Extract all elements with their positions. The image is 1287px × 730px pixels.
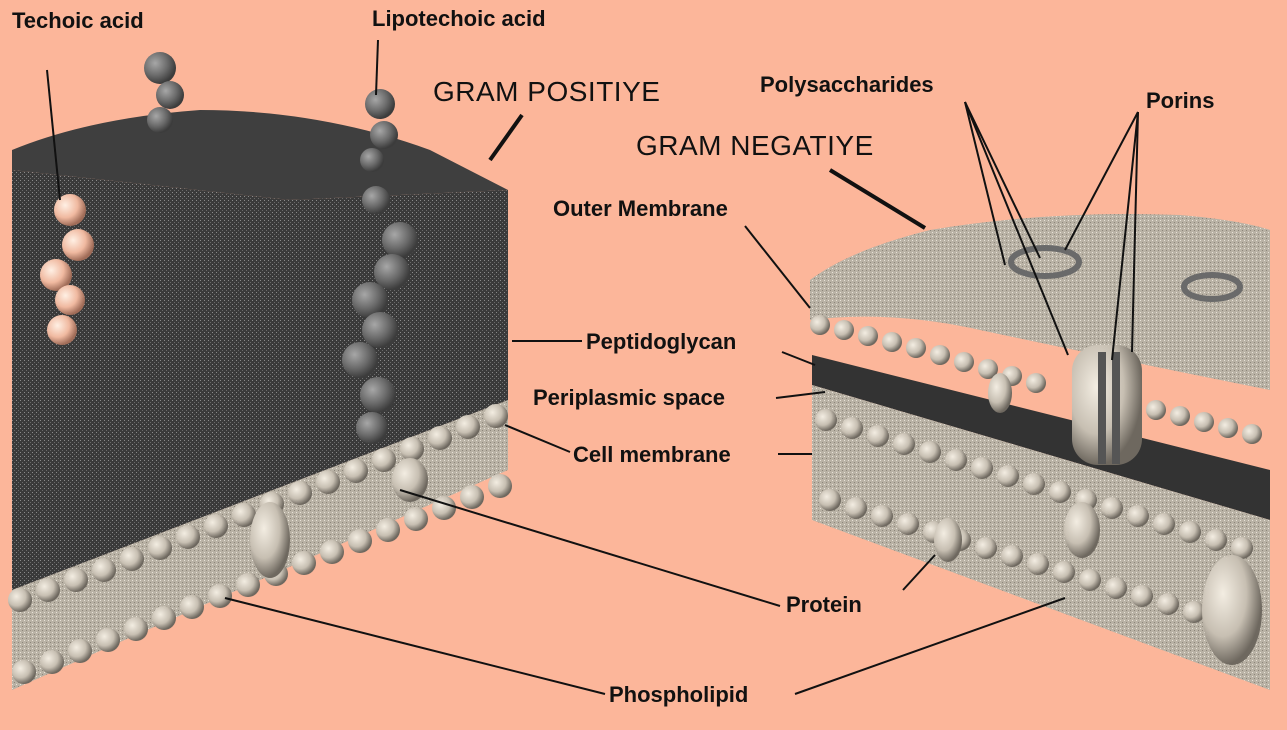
label-gram-positive: GRAM POSITIYE xyxy=(433,76,661,107)
porin-channel xyxy=(1072,345,1142,465)
protein-shape xyxy=(250,502,290,578)
label-gram-negative: GRAM NEGATIYE xyxy=(636,130,874,161)
label-phospholipid: Phospholipid xyxy=(609,682,749,707)
label-peptidoglycan: Peptidoglycan xyxy=(586,329,737,354)
polysaccharide-ring xyxy=(1008,245,1082,279)
label-polysaccharides: Polysaccharides xyxy=(760,72,934,97)
label-lipotechoic-acid: Lipotechoic acid xyxy=(372,6,546,31)
label-techoic-acid: Techoic acid xyxy=(12,8,144,33)
gram-negative-cell-wall xyxy=(810,214,1270,690)
label-cell-membrane: Cell membrane xyxy=(573,442,731,467)
lipoteichoic-acid-chain xyxy=(342,89,418,444)
label-porins: Porins xyxy=(1146,88,1215,113)
label-outer-membrane: Outer Membrane xyxy=(553,196,728,221)
leader-lines xyxy=(46,39,1139,695)
label-protein: Protein xyxy=(786,592,862,617)
gram-positive-cell-wall xyxy=(8,52,512,690)
teichoic-acid-chain xyxy=(40,194,94,345)
label-periplasmic-space: Periplasmic space xyxy=(533,385,726,410)
